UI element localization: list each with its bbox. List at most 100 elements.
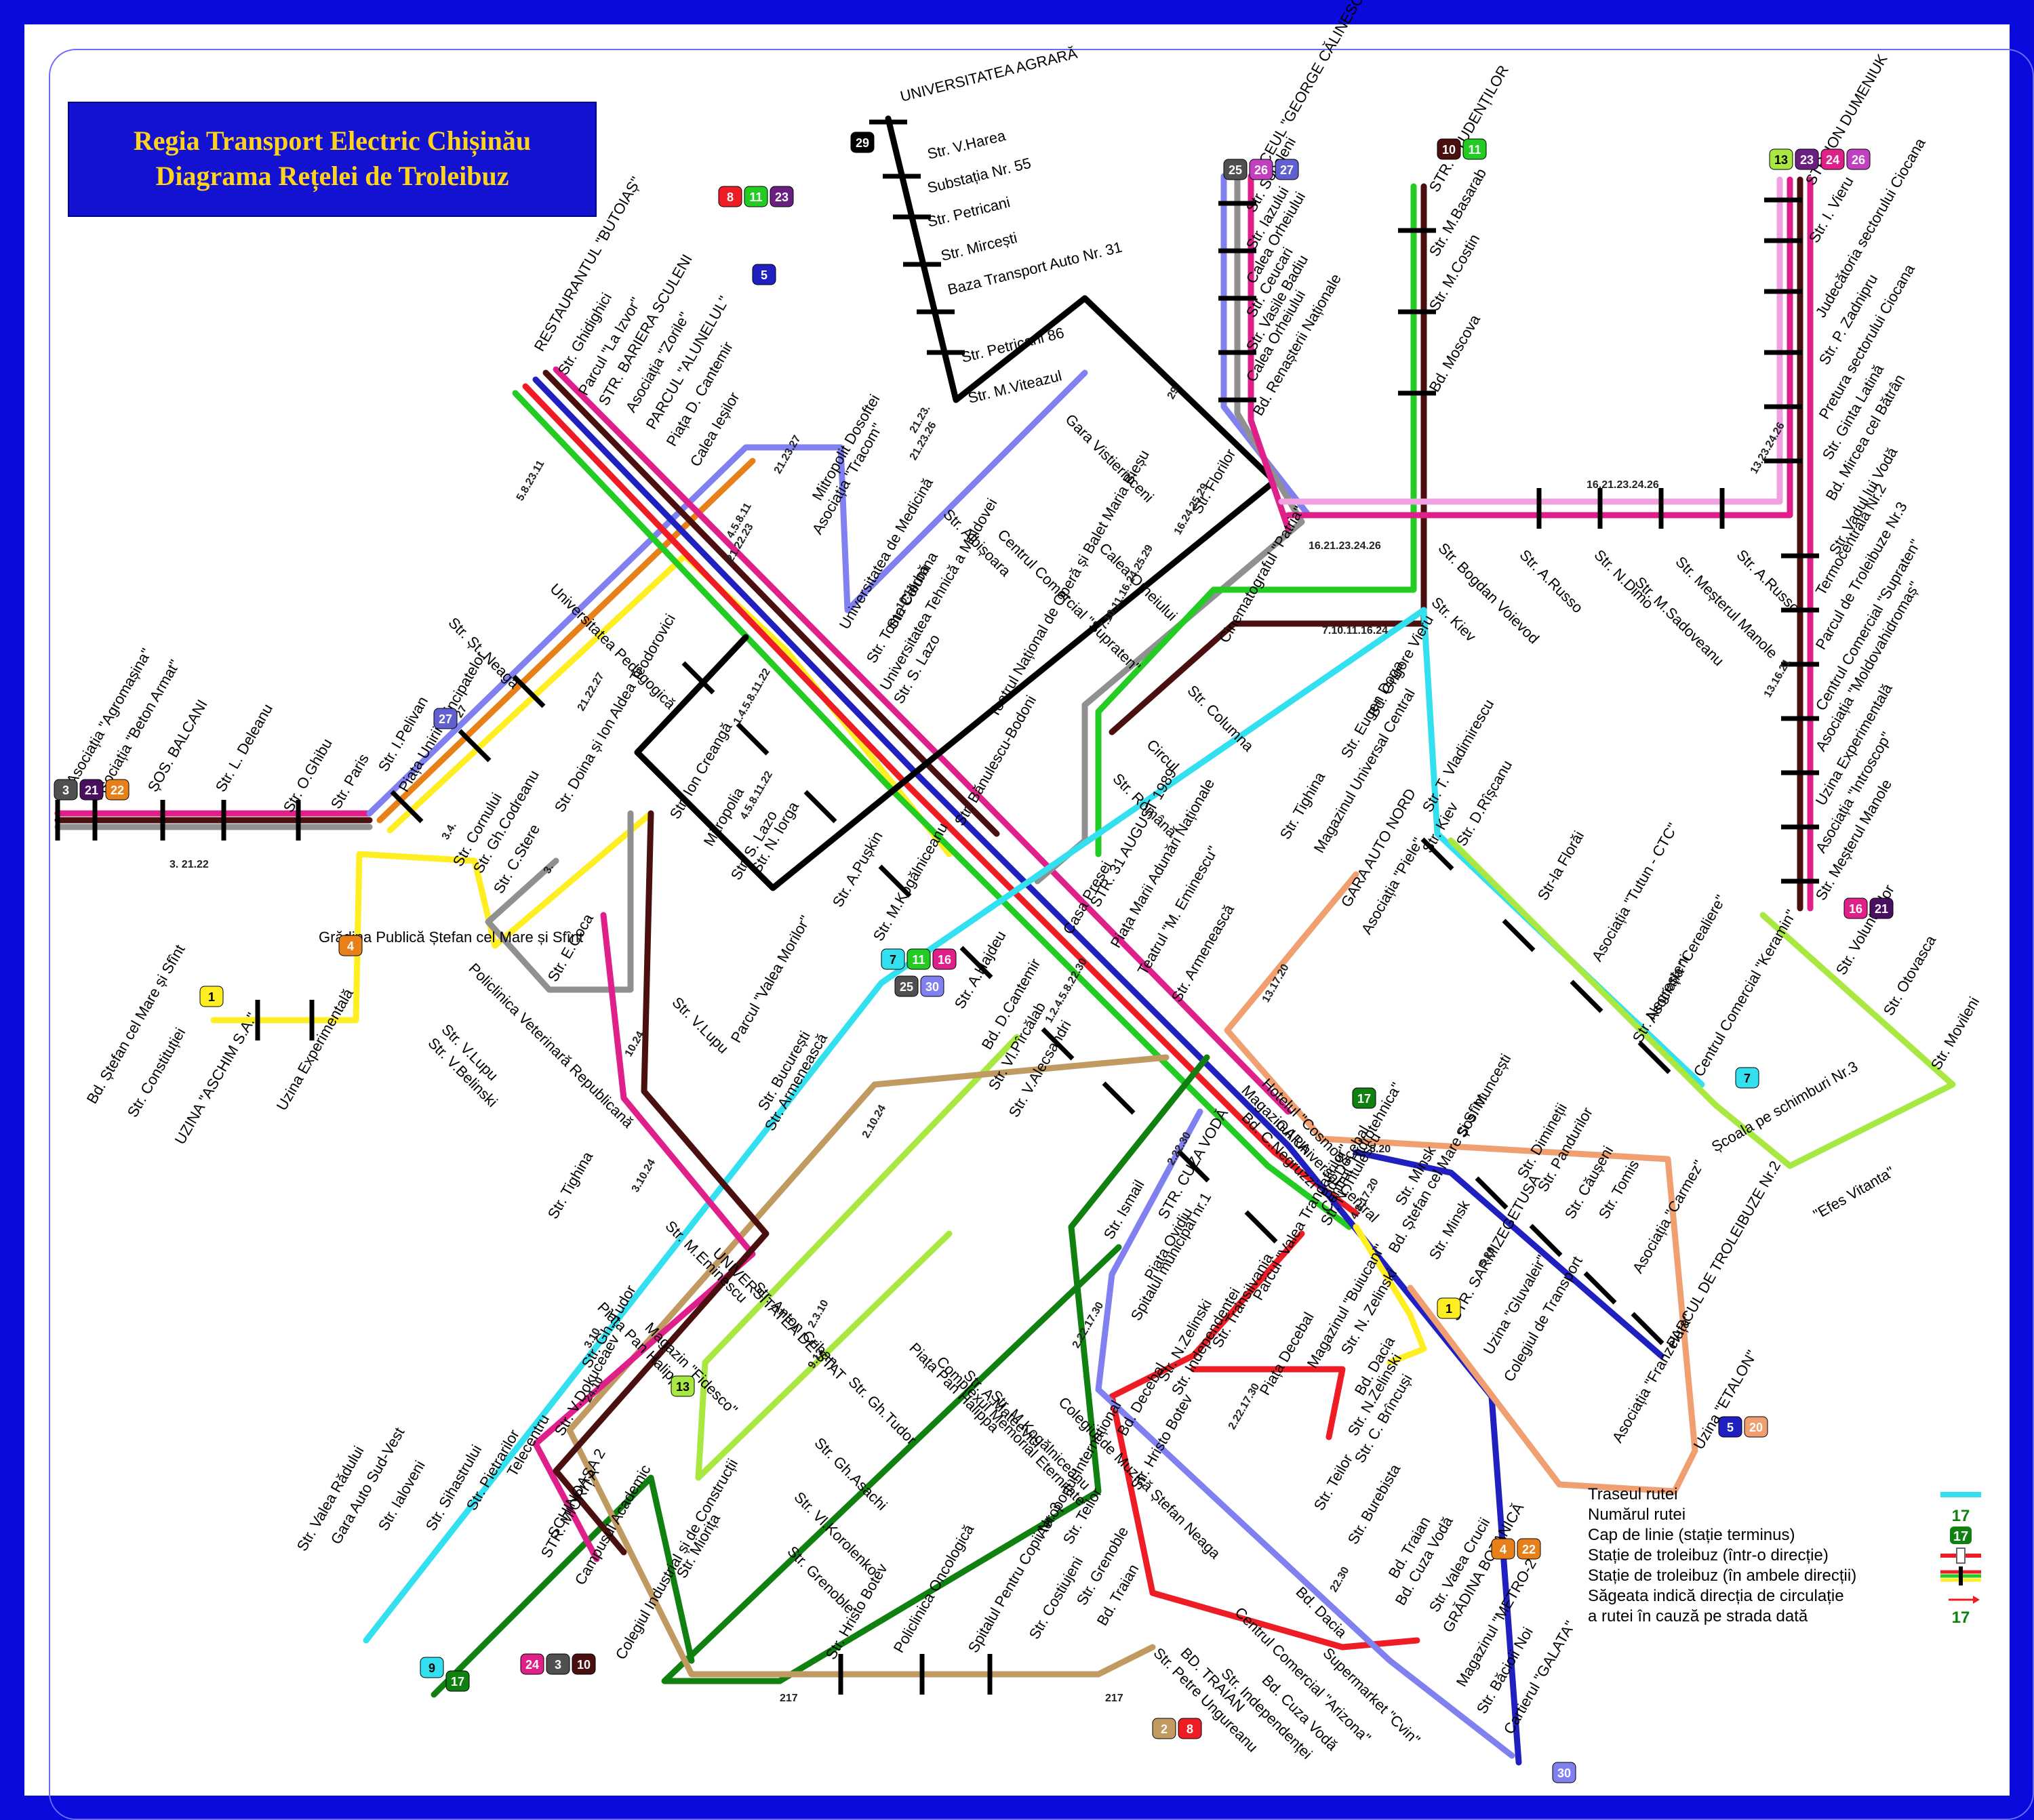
route-line bbox=[1285, 176, 1793, 519]
route-badge: 21 bbox=[1869, 897, 1894, 919]
station-label: Str. M.Viteazul bbox=[966, 367, 1063, 406]
svg-text:17: 17 bbox=[1952, 1609, 1970, 1627]
svg-text:17: 17 bbox=[1953, 1529, 1968, 1544]
route-line bbox=[210, 810, 654, 1024]
station-label: Substația Nr. 55 bbox=[925, 155, 1033, 197]
route-line bbox=[1109, 1230, 1420, 1651]
route-badge-number: 8 bbox=[1186, 1722, 1193, 1736]
route-badge: 8 bbox=[718, 186, 742, 207]
route-line bbox=[1278, 176, 1783, 505]
route-tag: 5.20 bbox=[1370, 1144, 1391, 1155]
stop-tick bbox=[390, 790, 424, 824]
route-badge-number: 25 bbox=[1229, 163, 1242, 177]
stop-tick bbox=[458, 729, 492, 763]
station-label: Str. Negreșteni bbox=[1629, 952, 1693, 1046]
map-title-line-1: Regia Transport Electric Chișinău bbox=[133, 125, 532, 156]
route-tag: 2.22.17.30 bbox=[1071, 1300, 1106, 1350]
stop-tick bbox=[1475, 1176, 1509, 1210]
station-label: Str. Ismail bbox=[1100, 1177, 1148, 1242]
route-badge-number: 24 bbox=[525, 1658, 539, 1672]
legend-item-arrow-line-2: a rutei în cauză pe strada dată 17 bbox=[1588, 1606, 1970, 1627]
route-badge-number: 11 bbox=[912, 953, 925, 967]
route-badge: 5 bbox=[1718, 1416, 1742, 1438]
route-badge: 10 bbox=[1437, 138, 1461, 160]
legend-item-terminus: Cap de linie (stație terminus) 17 bbox=[1588, 1525, 1972, 1545]
route-line bbox=[1095, 1108, 1515, 1759]
station-label: Str. A.Russo bbox=[1516, 546, 1586, 616]
stop-tick bbox=[1631, 1312, 1664, 1346]
station-label: Parcul "Valea Morilor" bbox=[727, 912, 814, 1045]
legend-item-stop-one-direction: Stație de troleibuz (într-o direcție) bbox=[1588, 1545, 1981, 1566]
route-badge-number: 26 bbox=[1852, 153, 1865, 167]
route-badge-number: 23 bbox=[775, 190, 789, 204]
route-badge: 11 bbox=[744, 186, 768, 207]
route-tag: 21.23.27 bbox=[772, 433, 803, 476]
station-label: Str. Columna bbox=[1184, 682, 1257, 755]
stop-tick bbox=[959, 946, 993, 979]
legend-route-number-symbol: 17 bbox=[1952, 1507, 1970, 1525]
route-badge: 10 bbox=[572, 1653, 596, 1675]
station-label: Grădina Publică Ștefan cel Mare și Sfînt bbox=[319, 929, 583, 946]
station-label: "Efes Vitanta" bbox=[1810, 1163, 1897, 1224]
route-line bbox=[431, 1474, 695, 1698]
route-badge-number: 22 bbox=[111, 784, 124, 797]
route-tag: 7.10.11.16.24 bbox=[1322, 625, 1388, 636]
route-badge-number: 16 bbox=[938, 953, 951, 967]
route-badge: 8 bbox=[1178, 1718, 1202, 1739]
route-badge-number: 13 bbox=[1774, 153, 1788, 167]
legend-item-arrow-line-1: Săgeata indică direcția de circulație bbox=[1588, 1586, 1980, 1606]
route-badge: 3 bbox=[546, 1653, 570, 1675]
stop-tick bbox=[681, 661, 715, 695]
route-tag: 2.3.10 bbox=[806, 1298, 831, 1330]
route-badge-number: 11 bbox=[749, 190, 762, 204]
map-title-box: Regia Transport Electric Chișinău Diagra… bbox=[68, 102, 597, 217]
route-badge-number: 27 bbox=[439, 712, 452, 726]
route-badge: 7 bbox=[881, 948, 905, 970]
stop-tick bbox=[1102, 1081, 1136, 1115]
route-badge-number: 16 bbox=[1849, 902, 1862, 916]
station-label: Str-la Florăi bbox=[1534, 828, 1587, 904]
route-line bbox=[532, 912, 756, 1562]
stop-ticks bbox=[55, 119, 1819, 1695]
legend-route-line-symbol bbox=[1940, 1492, 1981, 1497]
station-label: LICEUL "GEORGE CĂLINESCU" bbox=[1250, 0, 1375, 178]
route-tag: 3.10.24 bbox=[630, 1157, 658, 1194]
stop-tick bbox=[1583, 1271, 1617, 1305]
station-label: Str. A.Pușkin bbox=[829, 828, 886, 910]
station-label: Str. Teilor bbox=[1311, 1451, 1356, 1514]
route-badge: 27 bbox=[1275, 159, 1299, 180]
station-label: Str. V.Harea bbox=[925, 127, 1008, 163]
station-label: Str. Anton Crihan bbox=[750, 1278, 841, 1370]
legend-direction-arrow-icon bbox=[1949, 1596, 1980, 1604]
station-label: Str. V.Lupu bbox=[669, 994, 732, 1057]
route-badge: 20 bbox=[1744, 1416, 1768, 1438]
route-badge-number: 7 bbox=[890, 953, 896, 967]
route-tag: 27 bbox=[454, 704, 470, 720]
route-line bbox=[695, 1034, 1020, 1481]
legend-item-stop-both-directions: Stație de troleibuz (în ambele direcții) bbox=[1588, 1566, 1981, 1586]
station-label: UNIVERSITATEA AGRARĂ bbox=[898, 45, 1079, 105]
route-badge-number: 8 bbox=[727, 190, 734, 204]
route-badge-number: 5 bbox=[761, 268, 767, 282]
route-badge-number: 11 bbox=[1468, 143, 1481, 157]
route-line bbox=[532, 376, 1522, 1766]
stop-tick bbox=[878, 864, 912, 898]
route-badge: 25 bbox=[894, 975, 919, 997]
legend-stop-one-direction-symbol bbox=[1940, 1548, 1981, 1564]
route-badge: 3 bbox=[54, 779, 78, 801]
route-badge-number: 23 bbox=[1800, 153, 1814, 167]
route-badge-number: 1 bbox=[208, 990, 215, 1004]
station-label: Str. Tighina bbox=[544, 1148, 597, 1221]
route-badge: 21 bbox=[79, 779, 104, 801]
route-tag: 16.21.23.24.26 bbox=[1587, 479, 1659, 491]
legend-terminus-badge-symbol: 17 bbox=[1950, 1526, 1972, 1544]
stop-tick bbox=[803, 790, 837, 824]
station-label: Str. Movileni bbox=[1928, 994, 1983, 1072]
route-tag: 2.10.24 bbox=[860, 1103, 888, 1140]
route-tag: 3. 21.22 bbox=[170, 859, 209, 870]
legend-item-route-path: Traseul rutei bbox=[1588, 1484, 1981, 1505]
legend: Traseul rutei Numărul rutei 17 Cap de li… bbox=[1588, 1484, 1981, 1627]
route-badge-number: 17 bbox=[1357, 1092, 1371, 1106]
route-badge-number: 29 bbox=[856, 136, 869, 150]
stop-tick bbox=[1420, 837, 1454, 871]
